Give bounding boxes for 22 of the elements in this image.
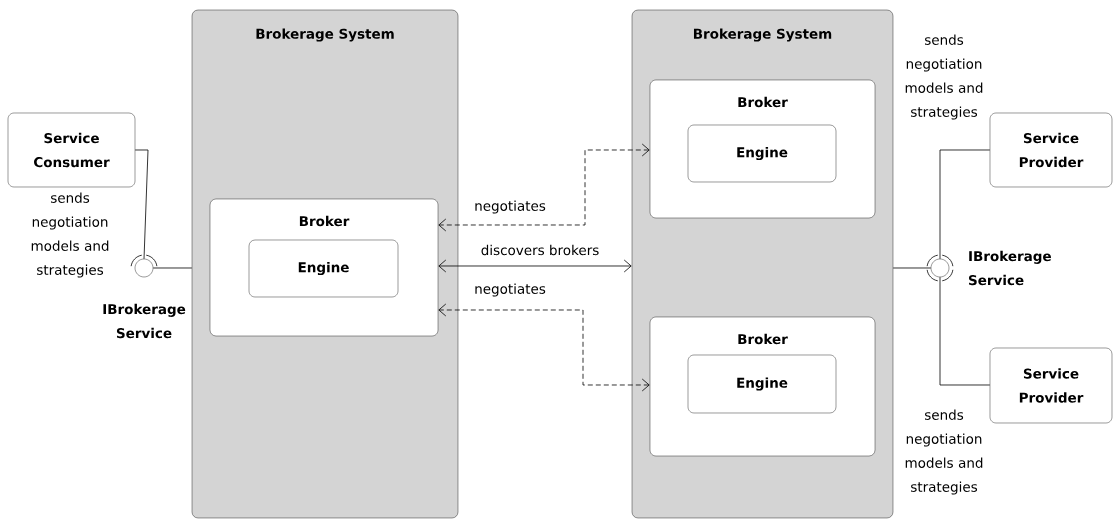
connector — [939, 276, 991, 386]
actor-box: Service Consumer — [7, 112, 136, 188]
edge-label: discovers brokers — [479, 243, 601, 257]
engine-box: Engine — [687, 354, 837, 414]
connector — [438, 303, 650, 392]
node-label: IBrokerage Service — [968, 250, 1051, 286]
connector — [892, 267, 932, 269]
connector — [438, 143, 650, 232]
actor-box: Service Provider — [989, 112, 1113, 188]
edge-label: negotiates — [473, 199, 547, 215]
note-text: sends negotiation models and strategies — [31, 192, 109, 278]
note-text: sends negotiation models and strategies — [905, 34, 983, 120]
actor-box: Service Provider — [989, 347, 1113, 424]
note-text: sends negotiation models and strategies — [905, 409, 983, 495]
connector — [134, 149, 149, 260]
edge-label: negotiates — [473, 282, 547, 298]
connector — [152, 267, 193, 269]
engine-box: Engine — [687, 124, 837, 183]
node-label: IBrokerage Service — [103, 303, 186, 339]
connector — [939, 149, 991, 260]
engine-box: Engine — [248, 239, 399, 298]
connector — [438, 259, 632, 273]
